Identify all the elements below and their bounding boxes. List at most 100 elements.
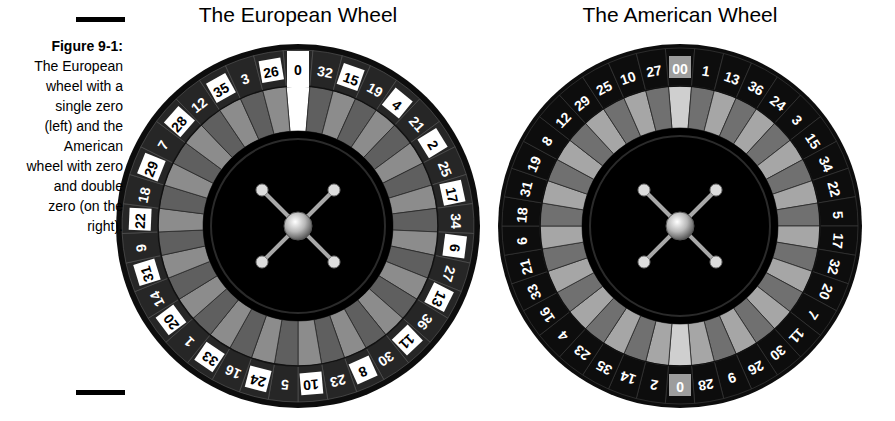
pocket-number: 2 — [649, 377, 659, 392]
pocket-number: 27 — [645, 63, 663, 79]
pocket-number: 11 — [787, 325, 807, 345]
ball-pocket — [392, 208, 438, 232]
number-box — [287, 51, 309, 87]
hub-cross — [644, 190, 716, 262]
ball-pocket — [298, 320, 322, 366]
number-box — [669, 374, 691, 396]
pocket-number: 27 — [440, 265, 458, 284]
pocket-number: 13 — [429, 289, 449, 309]
pocket-number: 14 — [619, 369, 638, 387]
ball-pocket — [263, 87, 290, 135]
pocket-number: 12 — [188, 95, 209, 116]
pocket-number: 16 — [537, 305, 557, 326]
number-box — [382, 88, 413, 119]
number-box — [442, 234, 467, 259]
number-box — [137, 153, 166, 182]
pocket-number: 32 — [316, 64, 334, 80]
number-pocket — [665, 48, 694, 86]
wheel-rim — [498, 44, 862, 408]
pocket-number: 11 — [397, 332, 417, 352]
pocket-number: 34 — [816, 154, 835, 174]
pocket-number: 22 — [825, 180, 842, 199]
pocket-number: 28 — [169, 113, 190, 134]
number-box — [164, 106, 195, 137]
pocket-number: 13 — [722, 68, 741, 86]
pocket-number: 22 — [133, 213, 148, 229]
number-pocket — [254, 51, 286, 91]
number-pocket — [665, 366, 694, 404]
pocket-number: 3 — [239, 71, 251, 87]
pocket-number: 18 — [135, 186, 152, 204]
number-box — [439, 180, 465, 206]
pocket-number: 33 — [525, 282, 544, 302]
wheel-title-text: The European Wheel — [148, 2, 448, 28]
hub-ring — [211, 139, 385, 313]
pocket-number: 1 — [701, 64, 711, 79]
pocket-number: 17 — [831, 233, 846, 250]
number-boxes — [129, 51, 467, 395]
center-knob — [666, 212, 694, 240]
cross-knob — [638, 256, 650, 268]
pocket-number: 29 — [572, 92, 593, 113]
ball-pocket — [158, 230, 205, 255]
pocket-number: 4 — [390, 97, 405, 113]
cross-knobs — [256, 184, 340, 268]
number-box — [259, 58, 284, 83]
pocket-number: 8 — [539, 134, 555, 148]
pocket-number: 24 — [249, 372, 268, 389]
pocket-ring — [158, 86, 438, 366]
number-box — [349, 355, 378, 384]
number-box — [417, 128, 447, 158]
pocket-number: 12 — [553, 110, 574, 131]
number-pocket — [283, 50, 313, 87]
pocket-number: 7 — [805, 308, 821, 322]
pocket-number: 29 — [142, 159, 161, 179]
number-pocket — [437, 204, 474, 234]
ring-line — [540, 86, 820, 366]
pocket-number: 5 — [831, 210, 846, 219]
wheel-hub — [203, 131, 393, 321]
pocket-number: 2 — [425, 138, 441, 152]
rule-bar — [76, 17, 125, 22]
pocket-number: 0 — [676, 380, 684, 394]
pocket-ring — [540, 86, 820, 366]
cross-knobs — [638, 184, 722, 268]
pocket-number: 4 — [555, 328, 571, 343]
figure-caption: Figure 9-1:The European wheel with a sin… — [26, 36, 123, 236]
pocket-number: 21 — [406, 113, 427, 134]
pocket-number: 26 — [745, 358, 765, 378]
pocket-number: 34 — [449, 213, 464, 229]
wheel-title: The American Wheel — [530, 2, 830, 28]
pocket-number: 15 — [341, 70, 360, 88]
pocket-number: 31 — [138, 265, 156, 284]
number-box — [156, 305, 187, 336]
pocket-number: 10 — [303, 378, 320, 393]
pocket-number: 24 — [767, 92, 788, 113]
wheel-rim — [116, 44, 480, 408]
ball-pocket — [688, 321, 714, 366]
pocket-number: 20 — [816, 282, 835, 302]
cross-knob — [710, 256, 722, 268]
pocket-number: 19 — [365, 80, 385, 100]
roulette-wheel — [116, 44, 480, 408]
number-box — [392, 325, 423, 356]
pocket-number: 10 — [619, 68, 638, 86]
ball-pocket — [540, 226, 583, 249]
pocket-number: 7 — [155, 138, 171, 152]
pocket-number: 00 — [672, 62, 688, 76]
number-box — [337, 63, 365, 91]
pocket-number: 3 — [789, 113, 805, 128]
pocket-number: 21 — [517, 258, 534, 277]
roulette-wheel — [498, 44, 862, 408]
ball-pocket — [668, 324, 691, 366]
wheel-title: The European Wheel — [148, 2, 448, 28]
number-pocket — [122, 204, 159, 234]
number-pocket — [432, 174, 473, 208]
number-band — [122, 50, 474, 402]
cross-knob — [710, 184, 722, 196]
pocket-number: 30 — [376, 349, 397, 369]
number-pocket — [636, 49, 668, 91]
number-box — [424, 282, 454, 312]
pocket-number: 32 — [825, 258, 842, 277]
pocket-number: 35 — [594, 358, 614, 378]
